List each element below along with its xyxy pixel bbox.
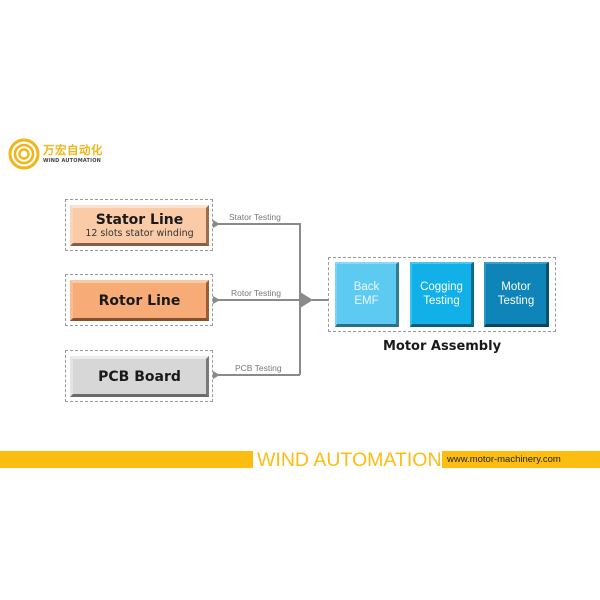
footer-band-left	[0, 451, 253, 468]
stator-line-subtitle: 12 slots stator winding	[85, 228, 194, 239]
stator-line-block[interactable]: Stator Line 12 slots stator winding	[70, 205, 209, 246]
cogging-testing-block[interactable]: Cogging Testing	[410, 262, 474, 327]
motor-testing-line2: Testing	[497, 295, 535, 307]
rotor-line-title: Rotor Line	[98, 292, 181, 309]
cogging-testing-line1: Cogging	[420, 281, 463, 293]
back-emf-line1: Back	[353, 281, 380, 293]
stator-group-frame	[65, 199, 213, 251]
rotor-group-frame	[65, 274, 213, 326]
company-logo: 万宏自动化 WIND AUTOMATION	[8, 138, 103, 170]
footer-website-link[interactable]: www.motor-machinery.com	[447, 454, 561, 465]
stator-output-arrow-icon	[213, 220, 220, 228]
cogging-testing-line2: Testing	[423, 295, 460, 307]
pcb-testing-label: PCB Testing	[235, 363, 282, 373]
concentric-rings-icon	[8, 138, 40, 170]
logo-english-name: WIND AUTOMATION	[43, 157, 102, 164]
motor-assembly-label: Motor Assembly	[382, 339, 502, 354]
back-emf-line2: EMF	[354, 295, 379, 307]
footer-brand-title: WIND AUTOMATION	[257, 449, 442, 471]
rotor-connector-line	[218, 299, 300, 301]
pcb-output-arrow-icon	[213, 371, 220, 379]
motor-assembly-frame	[328, 257, 556, 332]
footer-band-right: www.motor-machinery.com	[442, 451, 600, 468]
logo-chinese-name: 万宏自动化	[43, 142, 103, 157]
stator-connector-line	[218, 223, 300, 225]
pcb-board-block[interactable]: PCB Board	[70, 356, 209, 397]
merge-vertical-line	[299, 223, 301, 375]
rotor-output-arrow-icon	[213, 296, 220, 304]
motor-testing-line1: Motor	[501, 281, 531, 293]
rotor-testing-label: Rotor Testing	[231, 288, 281, 298]
pcb-board-title: PCB Board	[98, 368, 181, 385]
stator-line-title: Stator Line	[95, 212, 184, 228]
pcb-connector-line	[218, 374, 300, 376]
assembly-input-line	[312, 299, 329, 301]
back-emf-test-block[interactable]: Back EMF	[335, 262, 399, 327]
pcb-group-frame	[65, 350, 213, 402]
motor-testing-block[interactable]: Motor Testing	[484, 262, 549, 327]
rotor-line-block[interactable]: Rotor Line	[70, 280, 209, 321]
merge-arrow-icon	[300, 292, 313, 308]
stator-testing-label: Stator Testing	[229, 212, 281, 222]
